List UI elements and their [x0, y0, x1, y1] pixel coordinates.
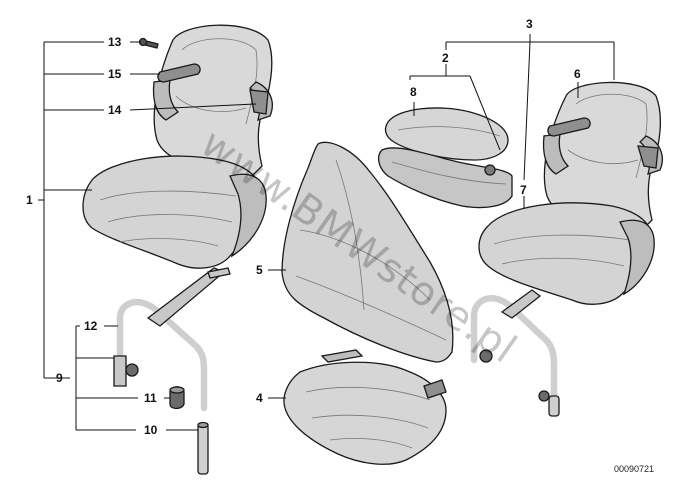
booster-cushion-part-8[interactable] [384, 107, 509, 161]
callout-7: 7 [520, 183, 527, 197]
callout-12: 12 [84, 319, 98, 333]
child-seat-left[interactable] [82, 24, 273, 269]
callout-13: 13 [108, 35, 122, 49]
callout-11: 11 [144, 391, 157, 405]
callout-9: 9 [56, 371, 63, 385]
support-frame-left[interactable] [113, 267, 231, 412]
callout-8: 8 [410, 85, 417, 99]
backrest-cover-part-5[interactable] [281, 141, 454, 363]
callout-3: 3 [526, 17, 533, 31]
reference-number: 00090721 [614, 464, 654, 474]
support-frame-right[interactable] [470, 289, 560, 417]
callout-labels: 1 13 15 14 9 12 11 10 5 4 3 2 8 6 7 [26, 17, 581, 437]
tube-part-10[interactable] [197, 421, 209, 475]
leader-lines [38, 34, 615, 431]
callout-4: 4 [256, 391, 263, 405]
callout-14: 14 [108, 103, 122, 117]
child-seat-right[interactable] [478, 81, 663, 305]
callout-2: 2 [442, 51, 449, 65]
screw-part-13[interactable] [138, 37, 159, 49]
cushion-cover-part-4[interactable] [283, 349, 447, 465]
callout-5: 5 [256, 263, 263, 277]
knob-part-11[interactable] [169, 386, 185, 410]
booster-base-part-2[interactable] [377, 147, 513, 209]
callout-1: 1 [26, 193, 33, 207]
callout-15: 15 [108, 67, 122, 81]
callout-6: 6 [574, 67, 581, 81]
callout-10: 10 [144, 423, 158, 437]
